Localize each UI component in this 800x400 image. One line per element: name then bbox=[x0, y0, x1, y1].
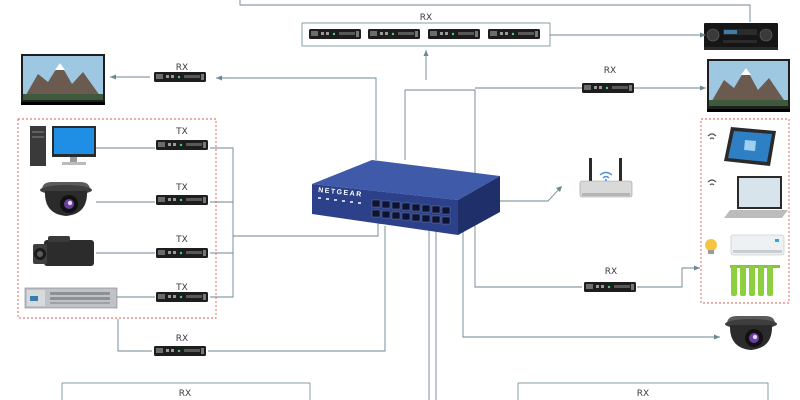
switch-brand-text: NETGEAR bbox=[318, 187, 363, 199]
devices-group-box bbox=[700, 118, 790, 304]
rx-bank-top-label: RX bbox=[420, 13, 432, 23]
radiator-icon bbox=[730, 265, 780, 296]
rx-right-mid-unit bbox=[584, 282, 636, 292]
tx-3-label: TX bbox=[175, 235, 188, 245]
tx-1-label: TX bbox=[175, 127, 188, 137]
air-conditioner-icon bbox=[730, 234, 785, 256]
rx-unit-top-1 bbox=[309, 29, 361, 39]
tx-unit-3 bbox=[156, 248, 208, 258]
server-icon bbox=[24, 287, 118, 309]
rx-bank-bottom-left-box bbox=[61, 382, 311, 400]
rx-left-unit bbox=[154, 72, 206, 82]
tx-4-label: TX bbox=[175, 283, 188, 293]
connection-lines bbox=[96, 0, 751, 400]
tx-unit-4 bbox=[156, 292, 208, 302]
rx-bank-bottom-right-label: RX bbox=[637, 389, 649, 399]
rx-bank-top-box bbox=[301, 22, 551, 47]
rx-right-mid-label: RX bbox=[605, 267, 617, 277]
tv-left-icon bbox=[21, 54, 105, 105]
tx-unit-2 bbox=[156, 195, 208, 205]
sources-group-box bbox=[17, 118, 217, 319]
rx-right-top-label: RX bbox=[604, 66, 616, 76]
av-receiver-icon bbox=[704, 23, 778, 50]
rx-bottom-left-unit bbox=[154, 346, 206, 356]
tx-2-label: TX bbox=[175, 183, 188, 193]
rx-right-top-unit bbox=[582, 83, 634, 93]
dome-camera-left-icon bbox=[40, 182, 92, 216]
tv-right-icon bbox=[707, 59, 790, 112]
desktop-pc-icon bbox=[30, 126, 96, 166]
network-switch-icon: NETGEAR bbox=[312, 160, 500, 235]
tablet-icon bbox=[707, 127, 776, 166]
arrowheads bbox=[110, 32, 720, 340]
rx-left-label: RX bbox=[176, 63, 188, 73]
rx-bottom-left-label: RX bbox=[176, 334, 188, 344]
camcorder-icon bbox=[33, 236, 94, 266]
wifi-router-icon bbox=[579, 158, 633, 198]
laptop-icon bbox=[707, 176, 788, 218]
tx-unit-1 bbox=[156, 140, 208, 150]
rx-unit-top-4 bbox=[488, 29, 540, 39]
rx-unit-top-2 bbox=[368, 29, 420, 39]
dome-camera-right-icon bbox=[725, 316, 777, 350]
rx-unit-top-3 bbox=[428, 29, 480, 39]
rx-bank-bottom-right-box bbox=[517, 382, 769, 400]
rx-bank-bottom-left-label: RX bbox=[179, 389, 191, 399]
light-bulb-icon bbox=[705, 239, 717, 254]
